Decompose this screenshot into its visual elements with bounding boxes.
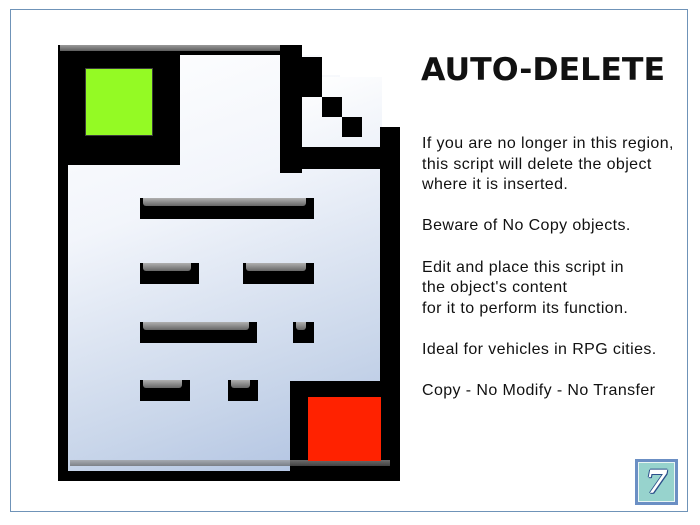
text-line: for it to perform its function.: [422, 299, 629, 317]
number-badge: 7: [635, 459, 678, 505]
text-line-bar: [140, 198, 314, 219]
text-line: where it is inserted.: [422, 176, 569, 194]
stair-step: [342, 117, 362, 137]
notch: [300, 45, 400, 55]
text-line: the object's content: [422, 279, 568, 297]
description: If you are no longer in this region, thi…: [422, 134, 674, 422]
fold-edge: [280, 45, 302, 173]
paragraph-use-case: Ideal for vehicles in RPG cities.: [422, 340, 674, 361]
notch: [320, 55, 400, 75]
text-line-bar: [140, 322, 257, 343]
stair-step: [302, 77, 322, 97]
bevel-top: [60, 45, 400, 51]
stair-step: [322, 97, 342, 117]
text-line-bar: [140, 263, 199, 284]
text-line-bar: [243, 263, 314, 284]
paragraph-region: If you are no longer in this region, thi…: [422, 134, 674, 196]
paragraph-instructions: Edit and place this script in the object…: [422, 258, 674, 320]
page-title: AUTO-DELETE: [421, 52, 666, 88]
text-line: Ideal for vehicles in RPG cities.: [422, 340, 657, 358]
text-line: Beware of No Copy objects.: [422, 217, 631, 235]
red-square: [308, 397, 381, 461]
paragraph-permissions: Copy - No Modify - No Transfer: [422, 381, 674, 402]
text-line: If you are no longer in this region,: [422, 135, 674, 152]
fold-bottom-edge: [280, 147, 400, 169]
stair-step: [302, 57, 322, 77]
bevel-bottom: [70, 460, 390, 466]
page-frame: [10, 9, 688, 512]
text-line: Copy - No Modify - No Transfer: [422, 382, 656, 400]
text-line: Edit and place this script in: [422, 258, 624, 276]
paragraph-warning: Beware of No Copy objects.: [422, 216, 674, 237]
green-square: [85, 68, 153, 136]
text-line: this script will delete the object: [422, 155, 652, 173]
text-line-bar: [228, 380, 258, 401]
text-line-bar: [293, 322, 314, 343]
badge-number: 7: [638, 462, 675, 502]
text-line-bar: [140, 380, 190, 401]
